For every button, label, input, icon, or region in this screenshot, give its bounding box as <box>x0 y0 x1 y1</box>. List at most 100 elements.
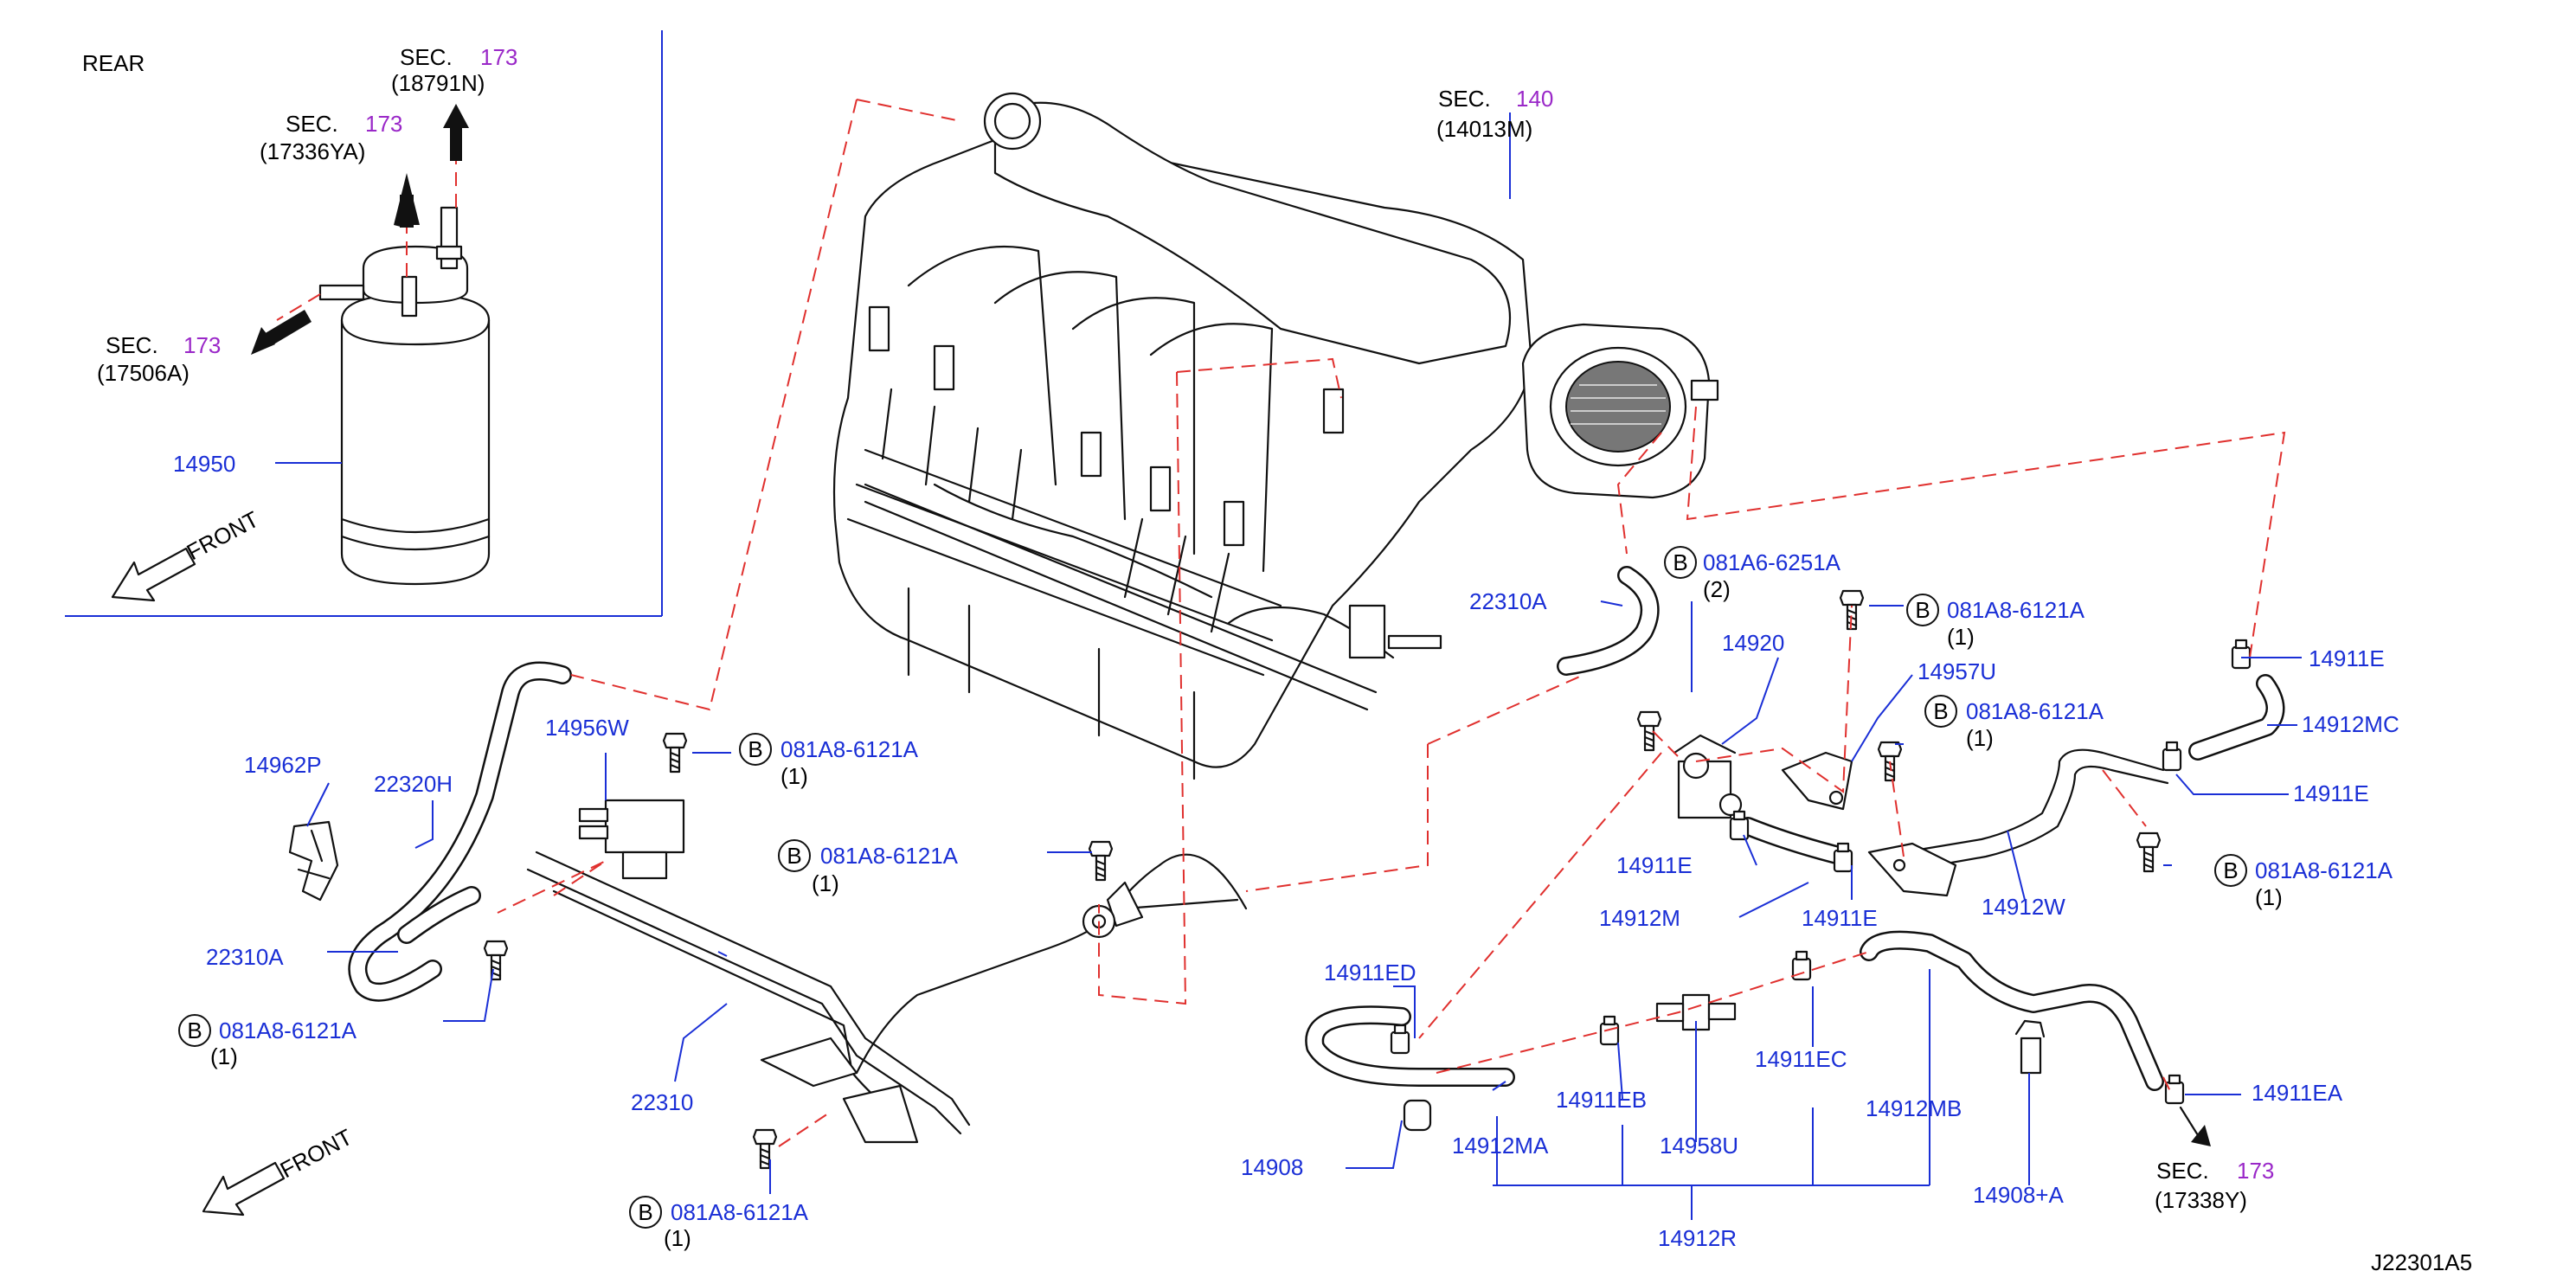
bolt-callout: B 081A8-6121A (1) <box>778 839 959 896</box>
diagram-id: J22301A5 <box>2371 1249 2472 1275</box>
part-label-22310A: 22310A <box>206 944 284 970</box>
sec-ref-word: SEC. <box>400 44 453 70</box>
bolt-symbol: B <box>638 1199 652 1225</box>
sec-ref-number: 140 <box>1516 86 1553 112</box>
part-label-14911EA: 14911EA <box>2252 1080 2343 1106</box>
bolt-symbol: B <box>787 843 801 869</box>
arrow-icon <box>251 293 321 355</box>
bracket-22310 <box>760 1037 919 1144</box>
sec-ref-word: SEC. <box>1438 86 1491 112</box>
dashed-guides <box>497 99 2286 1147</box>
bolt-icon <box>1636 710 1662 752</box>
bolt-part-number: 081A8-6121A <box>781 736 919 762</box>
bolt-callout: B 081A8-6121A (1) <box>178 1014 357 1069</box>
bolt-callout: B 081A8-6121A (1) <box>1924 695 2104 751</box>
sec-ref-code: (17338Y) <box>2155 1187 2247 1213</box>
intake-manifold-drawing <box>832 92 1719 780</box>
bolt-symbol: B <box>2223 857 2238 883</box>
part-label-14911EC: 14911EC <box>1755 1046 1847 1072</box>
bolt-callout: B 081A6-6251A (2) <box>1664 546 1841 602</box>
front-label: FRONT <box>183 506 263 566</box>
front-label: FRONT <box>276 1124 357 1184</box>
part-label-14957U: 14957U <box>1918 658 1996 684</box>
part-label-14912MC: 14912MC <box>2302 711 2399 737</box>
bolt-callout: B 081A8-6121A (1) <box>739 733 919 789</box>
bolt-qty: (1) <box>1947 624 1975 650</box>
arrow-icon <box>394 173 420 277</box>
part-label-14956W: 14956W <box>545 715 629 741</box>
part-label-14912M: 14912M <box>1599 905 1680 931</box>
bolt-callout: B 081A8-6121A (1) <box>2214 854 2393 910</box>
sec-ref-word: SEC. <box>286 111 338 137</box>
bolt-callout: B 081A8-6121A (1) <box>629 1196 809 1251</box>
part-label-14912R: 14912R <box>1658 1225 1737 1251</box>
bolt-symbol: B <box>1915 597 1930 623</box>
sec-ref-code: (14013M) <box>1436 116 1532 142</box>
bolt-part-number: 081A8-6121A <box>820 843 959 869</box>
bolt-part-number: 081A8-6121A <box>671 1199 809 1225</box>
sec-ref-number: 173 <box>480 44 517 70</box>
part-label-14911E: 14911E <box>2293 780 2369 806</box>
hose-clamp <box>1729 810 1750 841</box>
arrow-icon <box>2179 1106 2211 1146</box>
sec-ref-number: 173 <box>2237 1158 2274 1184</box>
sec-ref-code: (18791N) <box>391 70 485 96</box>
sec-ref-number: 173 <box>365 111 402 137</box>
bolt-callout: B 081A8-6121A (1) <box>1906 594 2085 650</box>
bolt-qty: (1) <box>812 870 839 896</box>
part-label-14912MA: 14912MA <box>1452 1133 1549 1159</box>
bolt-symbol: B <box>748 736 762 762</box>
part-label-14912MB: 14912MB <box>1866 1095 1962 1121</box>
part-label-14920: 14920 <box>1722 630 1784 656</box>
inset-view-label: REAR <box>82 50 145 76</box>
bolt-qty: (1) <box>2255 884 2283 910</box>
canister-drawing <box>318 206 491 586</box>
arrow-icon <box>443 104 469 208</box>
bolt-symbol: B <box>1933 698 1948 724</box>
bolt-qty: (1) <box>210 1043 238 1069</box>
bolt-icon <box>2136 831 2162 873</box>
part-label-14908: 14908 <box>1241 1154 1303 1180</box>
part-label-14908A: 14908+A <box>1973 1182 2064 1208</box>
bolt-part-number: 081A8-6121A <box>1966 698 2104 724</box>
bolt-symbol: B <box>187 1018 202 1043</box>
bolt-qty: (1) <box>664 1225 691 1251</box>
bolt-icon <box>662 732 688 774</box>
bolt-part-number: 081A6-6251A <box>1703 549 1841 575</box>
bolt-part-number: 081A8-6121A <box>2255 857 2393 883</box>
clip-14908A <box>2014 1019 2046 1075</box>
bolt-icon <box>483 940 509 981</box>
part-label-14911E: 14911E <box>1616 852 1693 878</box>
bracket-14912W <box>1867 842 1957 897</box>
bolt-qty: (1) <box>1966 725 1994 751</box>
part-label-22310: 22310 <box>631 1089 693 1115</box>
bolt-part-number: 081A8-6121A <box>1947 597 2085 623</box>
front-arrow-icon <box>202 1161 286 1217</box>
part-label-14912W: 14912W <box>1982 894 2065 920</box>
leader-lines <box>306 112 2302 1220</box>
sec-ref-word: SEC. <box>106 332 158 358</box>
sec-ref-number: 173 <box>183 332 221 358</box>
hose-clamp <box>1390 1024 1410 1055</box>
valve-14920 <box>1673 734 1743 819</box>
bolt-qty: (1) <box>781 763 808 789</box>
part-label-22310A: 22310A <box>1469 588 1547 614</box>
bolt-icon <box>752 1128 778 1170</box>
part-label-14911E: 14911E <box>1802 905 1878 931</box>
grommet-14908 <box>1403 1099 1432 1132</box>
sec-ref-code: (17506A) <box>97 360 190 386</box>
part-label-14911ED: 14911ED <box>1324 960 1416 985</box>
hose-clamp <box>2162 741 2182 772</box>
part-label-14958U: 14958U <box>1660 1133 1738 1159</box>
bolt-icon <box>1088 840 1114 882</box>
part-label-14911E: 14911E <box>2309 645 2385 671</box>
part-label-22320H: 22320H <box>374 771 453 797</box>
part-label-14950: 14950 <box>173 451 235 477</box>
small-parts <box>288 589 2252 1170</box>
bolt-part-number: 081A8-6121A <box>219 1018 357 1043</box>
bolt-symbol: B <box>1673 549 1687 575</box>
hose-clamp <box>1833 842 1853 873</box>
sec-ref-word: SEC. <box>2156 1158 2209 1184</box>
bolt-qty: (2) <box>1703 576 1731 602</box>
